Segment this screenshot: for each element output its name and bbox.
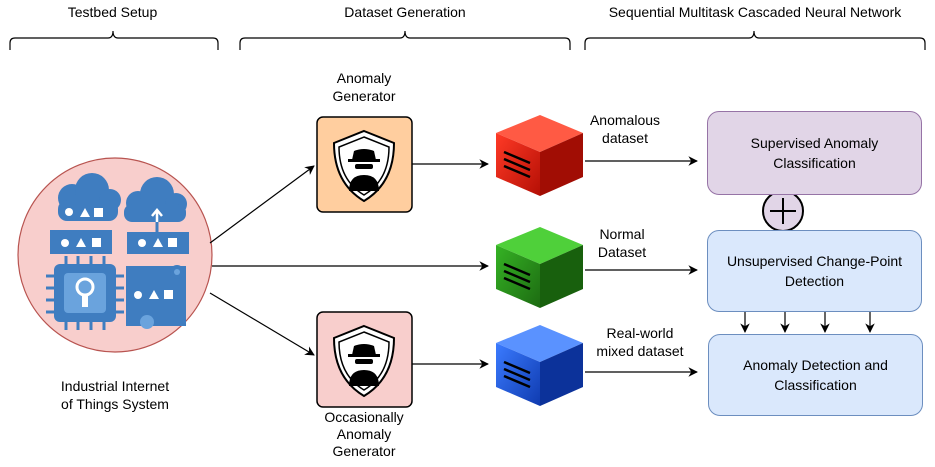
detection-line2: Classification <box>774 377 857 393</box>
unsupervised-changepoint-box: Unsupervised Change-Point Detection <box>707 230 922 312</box>
supervised-line2: Classification <box>773 155 856 171</box>
device-bar-icon <box>127 222 189 254</box>
iiot-label-line2: of Things System <box>61 396 169 412</box>
arrow-iiot-to-occasional-gen <box>209 292 315 356</box>
normal-dataset-line1: Normal <box>599 226 645 242</box>
server-cube-icon <box>496 325 583 406</box>
anomaly-detection-box: Anomaly Detection and Classification <box>708 334 923 416</box>
unsupervised-line1: Unsupervised Change-Point <box>726 253 903 269</box>
machine-panel-icon <box>126 265 186 329</box>
anomalous-dataset-line1: Anomalous <box>589 112 661 128</box>
detection-line1: Anomaly Detection and <box>743 357 888 373</box>
iiot-system-icon <box>17 157 213 353</box>
brace-network <box>584 30 926 50</box>
brace-testbed <box>9 30 219 50</box>
supervised-classification-box: Supervised Anomaly Classification <box>707 111 922 195</box>
iiot-label-line1: Industrial Internet <box>60 378 170 394</box>
unsupervised-line2: Detection <box>784 273 845 289</box>
cpu-chip-icon <box>46 256 124 330</box>
anomalous-dataset-label: Anomalous dataset <box>575 111 675 147</box>
arrow-iiot-to-anomaly-gen <box>209 165 315 244</box>
hacker-shield-icon <box>332 129 396 203</box>
mixed-dataset-line1: Real-world <box>606 325 674 341</box>
section-title-testbed: Testbed Setup <box>67 4 158 20</box>
anomaly-generator-line2: Generator <box>332 88 396 104</box>
server-cube-icon <box>496 115 583 196</box>
mixed-dataset-label: Real-world mixed dataset <box>580 324 700 360</box>
normal-dataset-line2: Dataset <box>597 244 647 260</box>
brace-dataset <box>239 30 571 50</box>
anomalous-dataset-line2: dataset <box>602 130 648 146</box>
anomaly-generator-box <box>316 116 413 213</box>
cloud-icon <box>58 173 121 221</box>
normal-dataset-label: Normal Dataset <box>572 225 672 261</box>
anomaly-generator-label: Anomaly Generator <box>314 69 414 105</box>
occasional-generator-line2: Anomaly <box>336 426 392 442</box>
occasional-generator-label: Occasionally Anomaly Generator <box>314 409 414 460</box>
iiot-label: Industrial Internet of Things System <box>35 377 195 413</box>
device-bar-icon <box>50 230 112 254</box>
occasional-generator-box <box>316 311 413 408</box>
cloud-icon <box>124 177 187 228</box>
section-title-network: Sequential Multitask Cascaded Neural Net… <box>608 4 902 20</box>
section-title-dataset: Dataset Generation <box>344 4 466 20</box>
hacker-shield-icon <box>332 324 396 398</box>
server-cube-icon <box>496 227 583 308</box>
supervised-line1: Supervised Anomaly <box>750 135 879 151</box>
occasional-generator-line1: Occasionally <box>324 409 404 425</box>
mixed-dataset-line2: mixed dataset <box>596 343 684 359</box>
plus-circle-icon <box>762 190 804 232</box>
occasional-generator-line3: Generator <box>332 443 396 459</box>
anomaly-generator-line1: Anomaly <box>336 70 392 86</box>
